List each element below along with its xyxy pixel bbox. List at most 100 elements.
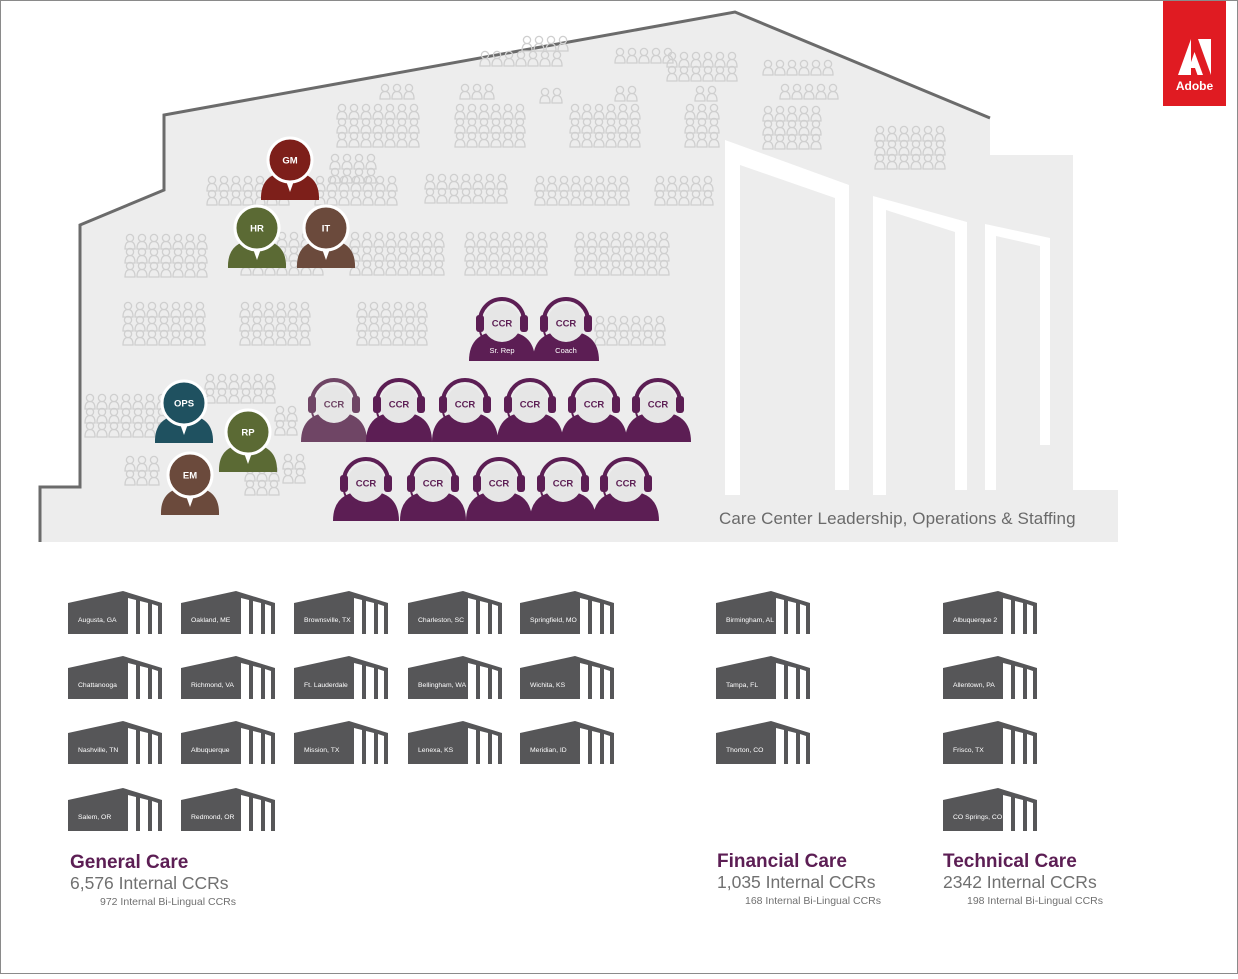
ccr-label: CCR <box>489 479 510 490</box>
staff-person-icon <box>471 90 483 100</box>
building-door <box>354 663 362 699</box>
ccr-head <box>544 464 582 502</box>
staff-person-icon <box>512 266 524 276</box>
staff-person-icon <box>384 124 396 134</box>
staff-person-icon <box>329 160 341 170</box>
staff-person-icon <box>551 94 563 104</box>
group-ccr-count: 1,035 Internal CCRs <box>717 872 876 892</box>
group-title: Technical Care <box>943 851 1077 872</box>
leader-label: OPS <box>174 399 194 410</box>
building-door <box>1003 728 1011 764</box>
staff-person-icon <box>786 112 798 122</box>
staff-person-icon <box>606 182 618 192</box>
building-wall <box>294 656 349 699</box>
headset-mic <box>571 411 589 426</box>
ccr-label: CCR <box>616 479 637 490</box>
building-door <box>152 604 158 634</box>
staff-person-icon <box>606 196 618 206</box>
ccr-label: CCR <box>556 319 577 330</box>
staff-person-icon <box>898 132 910 142</box>
staff-person-icon <box>514 138 526 148</box>
staff-person-icon <box>488 252 500 262</box>
location-building: Bellingham, WA <box>408 656 502 699</box>
staff-person-icon <box>786 140 798 150</box>
staff-person-icon <box>546 35 556 45</box>
ccr-head <box>380 385 418 423</box>
staff-person-icon <box>515 57 527 67</box>
staff-person-icon <box>610 252 622 262</box>
staff-person-icon <box>242 182 254 192</box>
headset-mic <box>358 501 364 507</box>
ccr-head <box>607 464 645 502</box>
staff-person-icon <box>341 160 353 170</box>
staff-person-icon <box>464 238 476 248</box>
staff-person-icon <box>610 266 622 276</box>
staff-person-icon <box>254 196 266 206</box>
staff-person-icon <box>368 336 380 346</box>
headset-ear <box>476 315 484 332</box>
ccr-rep: CCR <box>366 378 432 442</box>
staff-person-icon <box>287 336 299 346</box>
staff-person-icon <box>397 252 409 262</box>
staff-person-icon <box>275 322 287 332</box>
staff-person-icon <box>158 308 170 318</box>
headset-ear <box>384 475 392 492</box>
headset-band <box>475 457 523 482</box>
staff-person-icon <box>294 474 306 484</box>
ccr-body <box>301 412 367 442</box>
staff-person-icon <box>762 112 774 122</box>
building-door <box>492 734 498 764</box>
staff-person-icon <box>338 182 350 192</box>
headset-mic <box>618 501 624 507</box>
staff-person-icon <box>421 238 433 248</box>
building-door <box>604 604 610 634</box>
staff-person-icon <box>557 42 569 52</box>
staff-person-icon <box>268 472 280 482</box>
headset-ear <box>504 396 512 413</box>
staff-person-icon <box>108 428 120 438</box>
staff-person-icon <box>570 182 582 192</box>
staff-person-icon <box>372 138 384 148</box>
staff-person-icon <box>96 414 108 424</box>
staff-person-icon <box>582 182 594 192</box>
staff-person-icon <box>170 322 182 332</box>
staff-person-icon <box>638 54 650 64</box>
ccr-head <box>315 385 353 423</box>
staff-person-icon <box>409 252 421 262</box>
staff-person-icon <box>274 412 286 422</box>
ccr-label: CCR <box>520 400 541 411</box>
location-building: Albuquerque 2 <box>943 591 1037 634</box>
staff-person-icon <box>365 160 377 170</box>
location-building: Thorton, CO <box>716 721 810 764</box>
staff-person-icon <box>132 428 144 438</box>
staff-person-icon <box>353 160 365 170</box>
leader-head <box>166 451 214 499</box>
staff-person-icon <box>696 110 708 120</box>
headset-mic <box>476 490 494 505</box>
staff-person-icon <box>148 240 160 250</box>
headset-mic <box>343 490 361 505</box>
staff-person-icon <box>256 472 268 482</box>
ccr-body <box>625 412 691 442</box>
staff-person-icon <box>654 196 666 206</box>
staff-person-icon <box>282 474 294 484</box>
staff-person-icon <box>403 90 415 100</box>
staff-person-icon <box>490 110 502 120</box>
staff-person-icon <box>184 268 196 278</box>
staff-person-icon <box>274 426 286 436</box>
staff-person-icon <box>594 336 606 346</box>
staff-person-icon <box>617 110 629 120</box>
building-door <box>366 601 374 634</box>
staff-person-icon <box>524 238 536 248</box>
adobe-a-icon <box>1178 39 1211 75</box>
staff-person-icon <box>228 380 240 390</box>
staff-person-icon <box>194 308 206 318</box>
building-door <box>378 734 384 764</box>
staff-person-icon <box>650 54 662 64</box>
headset-mic <box>540 490 558 505</box>
staff-person-icon <box>690 72 702 82</box>
staff-person-icon <box>96 400 108 410</box>
staff-person-icon <box>558 182 570 192</box>
